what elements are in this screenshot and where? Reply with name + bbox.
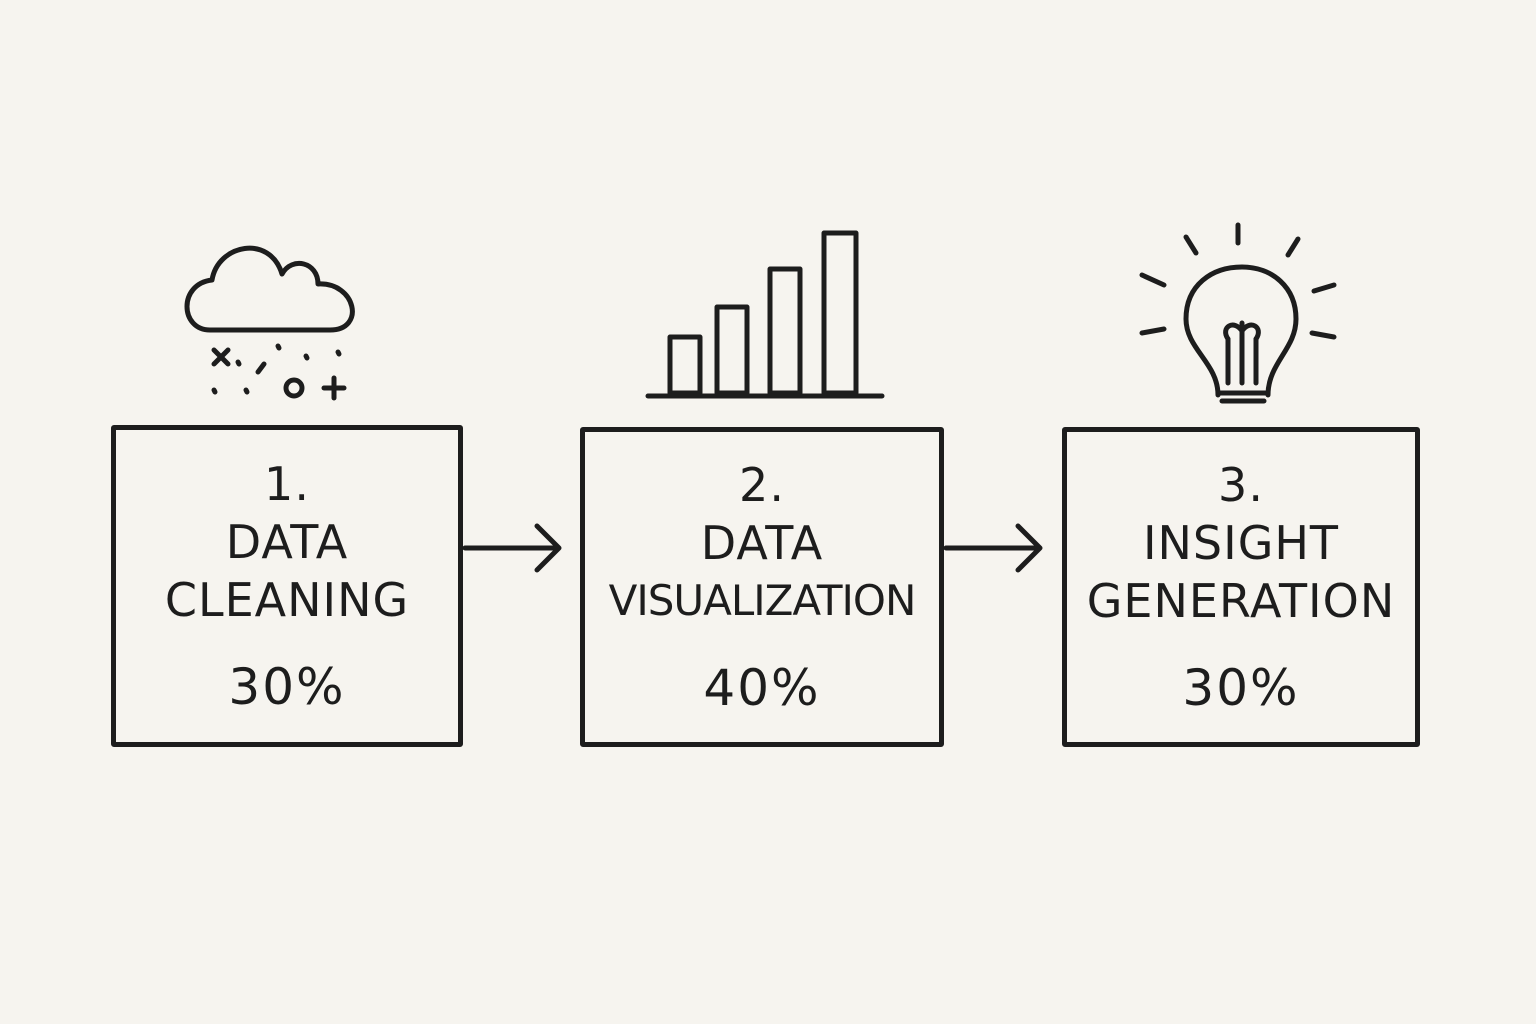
step-title-line: CLEANING (164, 573, 410, 627)
lightbulb-icon (1139, 222, 1337, 404)
bar-chart-icon (645, 230, 885, 399)
step-percent: 40% (703, 659, 821, 717)
arrow-right-icon (462, 523, 562, 573)
step-number: 1. (264, 457, 310, 511)
step-title-line: DATA (700, 516, 824, 570)
step-box-data-cleaning: 1. DATA CLEANING 30% (111, 425, 463, 747)
step-number: 2. (739, 458, 785, 512)
step-percent: 30% (1182, 659, 1300, 717)
step-title-line: VISUALIZATION (608, 576, 917, 625)
arrow-right-icon (943, 523, 1043, 573)
step-title-line: DATA (225, 515, 349, 569)
step-number: 3. (1218, 458, 1264, 512)
step-title-line: INSIGHT (1142, 516, 1340, 570)
step-title-line: GENERATION (1086, 574, 1396, 628)
step-box-insight-generation: 3. INSIGHT GENERATION 30% (1062, 427, 1420, 747)
step-percent: 30% (228, 658, 346, 716)
step-box-data-visualization: 2. DATA VISUALIZATION 40% (580, 427, 944, 747)
cloud-data-icon (184, 245, 355, 401)
